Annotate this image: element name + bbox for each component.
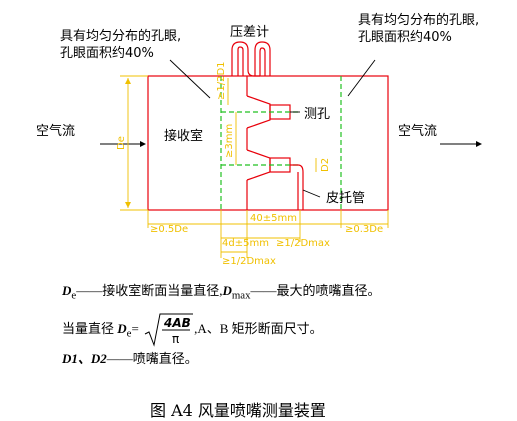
caption-equiv-symbol: D <box>117 320 127 336</box>
sqrt-denominator: π <box>172 332 179 346</box>
caption-dmax-symbol: D <box>222 283 232 298</box>
caption-line-1: De——接收室断面当量直径,Dmax——最大的喷嘴直径。 <box>62 280 381 302</box>
dim-3mm-label: ≥3mm <box>224 124 235 158</box>
caption-equiv-eq: = <box>131 320 139 336</box>
dim-de-arrow-bottom <box>125 202 131 208</box>
d2-label: D2 <box>320 158 331 172</box>
hole-note-right-1: 具有均匀分布的孔眼, <box>358 12 479 28</box>
sqrt-formula: 4AB π <box>144 312 194 348</box>
dim-de-arrow-top <box>125 78 131 84</box>
dim-4d-label: 4d±5mm <box>222 238 269 249</box>
dim-half-dmax-label: ≥1/2Dmax <box>276 238 330 249</box>
hole-note-right-2: 孔眼面积约40% <box>358 30 452 45</box>
caption-d1d2-desc: ——喷嘴直径。 <box>106 351 198 366</box>
sqrt-symbol: 4AB π <box>144 313 194 347</box>
caption-de-desc: ——接收室断面当量直径, <box>76 283 223 298</box>
hole-note-left-2: 孔眼面积约40% <box>60 46 154 61</box>
caption-dmax-sub: max <box>231 289 251 302</box>
measuring-hole-label: 测孔 <box>304 107 330 122</box>
de-label: De <box>116 136 127 150</box>
dim-03de-label: ≥0.3De <box>345 224 383 235</box>
dim-top-label: ≥1/2D1 <box>216 61 227 100</box>
caption-line-3: D1、D2——喷嘴直径。 <box>62 348 198 367</box>
pitot-tube-label: 皮托管 <box>326 191 365 206</box>
receiving-chamber-label: 接收室 <box>164 128 203 144</box>
caption-dmax-desc: ——最大的喷嘴直径。 <box>250 283 381 298</box>
pitot-leader <box>302 189 321 198</box>
caption-equiv-sub: e <box>126 327 132 340</box>
manometer-label: 压差计 <box>230 25 269 40</box>
caption-d1d2-symbol: D1、D2 <box>62 351 107 366</box>
note-leader-right <box>347 59 376 97</box>
lower-nozzle <box>246 149 271 181</box>
dim-40-label: 40±5mm <box>250 213 297 224</box>
dim-05de-label: ≥0.5De <box>150 224 188 235</box>
caption-de-sub: e <box>71 289 77 302</box>
hole-note-left-1: 具有均匀分布的孔眼, <box>60 28 181 44</box>
note-leader-left <box>169 59 211 99</box>
manometer-tube-2 <box>237 46 244 76</box>
manometer-tube-3 <box>254 41 271 76</box>
caption-equiv-text: 当量直径 <box>62 320 118 336</box>
pitot-tube <box>290 164 304 210</box>
caption-line-2: 当量直径 De= 4AB π ,A、B 矩形断面尺寸。 <box>62 312 323 348</box>
caption-de-symbol: D <box>62 283 72 298</box>
caption-ab-desc: ,A、B 矩形断面尺寸。 <box>194 320 323 336</box>
figure-title: 图 A4 风量喷嘴测量装置 <box>150 401 326 420</box>
airflow-right-arrowhead <box>476 141 482 147</box>
airflow-right-label: 空气流 <box>398 123 437 139</box>
manometer-tube <box>231 41 260 77</box>
manometer-tube-4 <box>259 47 266 76</box>
upper-nozzle <box>246 95 271 129</box>
dim-half-dmax-2-label: ≥1/2Dmax <box>222 256 276 267</box>
sqrt-numerator: 4AB <box>163 316 191 330</box>
chamber-outline <box>147 75 389 211</box>
airflow-left-arrowhead <box>140 141 146 147</box>
airflow-left-label: 空气流 <box>36 123 75 139</box>
